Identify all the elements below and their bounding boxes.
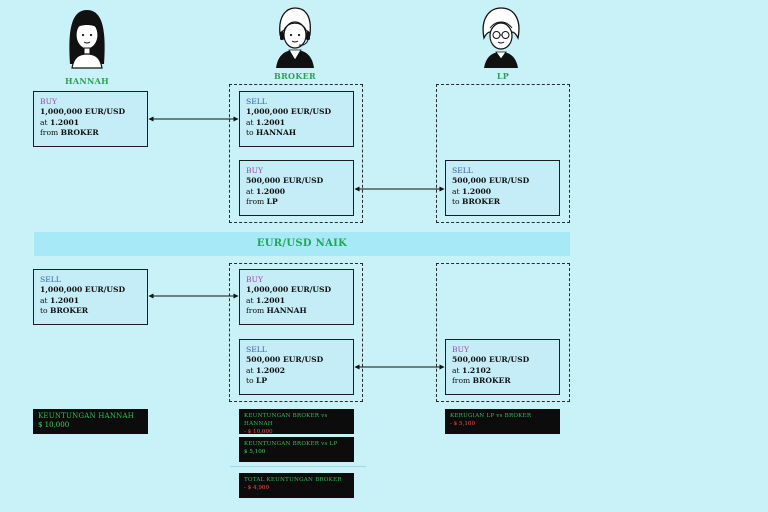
broker-vs-hannah-box: KEUNTUNGAN BROKER vs HANNAH - $ 10,000 [239,409,354,435]
broker-avatar-icon [270,4,320,70]
card-price: 1.2001 [256,117,286,127]
lp-avatar-icon [476,4,526,70]
lp-buy-card: BUY 500,000 EUR/USD at 1.2102 from BROKE… [445,339,560,395]
result-value: - $ 4,900 [244,485,270,491]
card-action: BUY [246,275,263,284]
lp-loss-box: KERUGIAN LP vs BROKER - $ 5,100 [445,409,560,434]
card-party: BROKER [50,305,89,315]
card-price: 1.2102 [462,365,492,375]
result-label: KEUNTUNGAN BROKER vs LP [244,441,338,447]
card-price: 1.2001 [50,117,80,127]
broker-sell-card-after: SELL 500,000 EUR/USD at 1.2002 to LP [239,339,354,395]
card-amount: 1,000,000 EUR/USD [246,285,332,295]
card-amount: 500,000 EUR/USD [452,355,530,365]
broker-buy-card: BUY 500,000 EUR/USD at 1.2000 from LP [239,160,354,216]
broker-sell-card: SELL 1,000,000 EUR/USD at 1.2001 to HANN… [239,91,354,147]
card-amount: 500,000 EUR/USD [246,355,324,365]
broker-vs-lp-box: KEUNTUNGAN BROKER vs LP $ 5,100 [239,437,354,462]
result-label: KEUNTUNGAN HANNAH [38,412,135,420]
result-label: KERUGIAN LP vs BROKER [450,413,532,419]
result-value: $ 10,000 [38,421,70,429]
card-price: 1.2001 [256,295,286,305]
lp-group-before [436,84,570,223]
card-amount: 500,000 EUR/USD [246,176,324,186]
card-action: SELL [246,345,267,354]
lp-group-after [436,263,570,402]
card-party: BROKER [60,127,99,137]
hannah-label: HANNAH [65,76,109,86]
card-action: SELL [40,275,61,284]
broker-buy-card-after: BUY 1,000,000 EUR/USD at 1.2001 from HAN… [239,269,354,325]
card-amount: 1,000,000 EUR/USD [40,285,126,295]
card-action: BUY [40,97,57,106]
card-action: BUY [452,345,469,354]
card-amount: 1,000,000 EUR/USD [40,107,126,117]
result-label: KEUNTUNGAN BROKER vs HANNAH [244,413,328,427]
card-action: SELL [452,166,473,175]
result-label: TOTAL KEUNTUNGAN BROKER [244,477,342,483]
market-move-banner: EUR/USD NAIK [34,232,570,256]
result-value: $ 5,100 [244,449,266,455]
card-amount: 500,000 EUR/USD [452,176,530,186]
result-value: - $ 5,100 [450,421,476,427]
broker-label: BROKER [274,71,316,81]
card-party: HANNAH [256,127,297,137]
card-party: LP [256,375,268,385]
lp-sell-card: SELL 500,000 EUR/USD at 1.2000 to BROKER [445,160,560,216]
divider [230,466,366,467]
card-price: 1.2000 [462,186,492,196]
broker-group-after [229,263,363,402]
card-party: HANNAH [266,305,307,315]
hannah-buy-card: BUY 1,000,000 EUR/USD at 1.2001 from BRO… [33,91,148,147]
card-amount: 1,000,000 EUR/USD [246,107,332,117]
card-party: BROKER [462,196,501,206]
broker-total-box: TOTAL KEUNTUNGAN BROKER - $ 4,900 [239,473,354,498]
card-action: BUY [246,166,263,175]
card-party: BROKER [472,375,511,385]
hannah-avatar-icon [62,4,112,70]
result-value: - $ 10,000 [244,429,273,435]
card-action: SELL [246,97,267,106]
card-price: 1.2001 [50,295,80,305]
card-price: 1.2000 [256,186,286,196]
card-price: 1.2002 [256,365,286,375]
lp-label: LP [496,71,510,81]
broker-group-before [229,84,363,223]
card-party: LP [266,196,278,206]
hannah-sell-card: SELL 1,000,000 EUR/USD at 1.2001 to BROK… [33,269,148,325]
hannah-profit-box: KEUNTUNGAN HANNAH $ 10,000 [33,409,148,434]
